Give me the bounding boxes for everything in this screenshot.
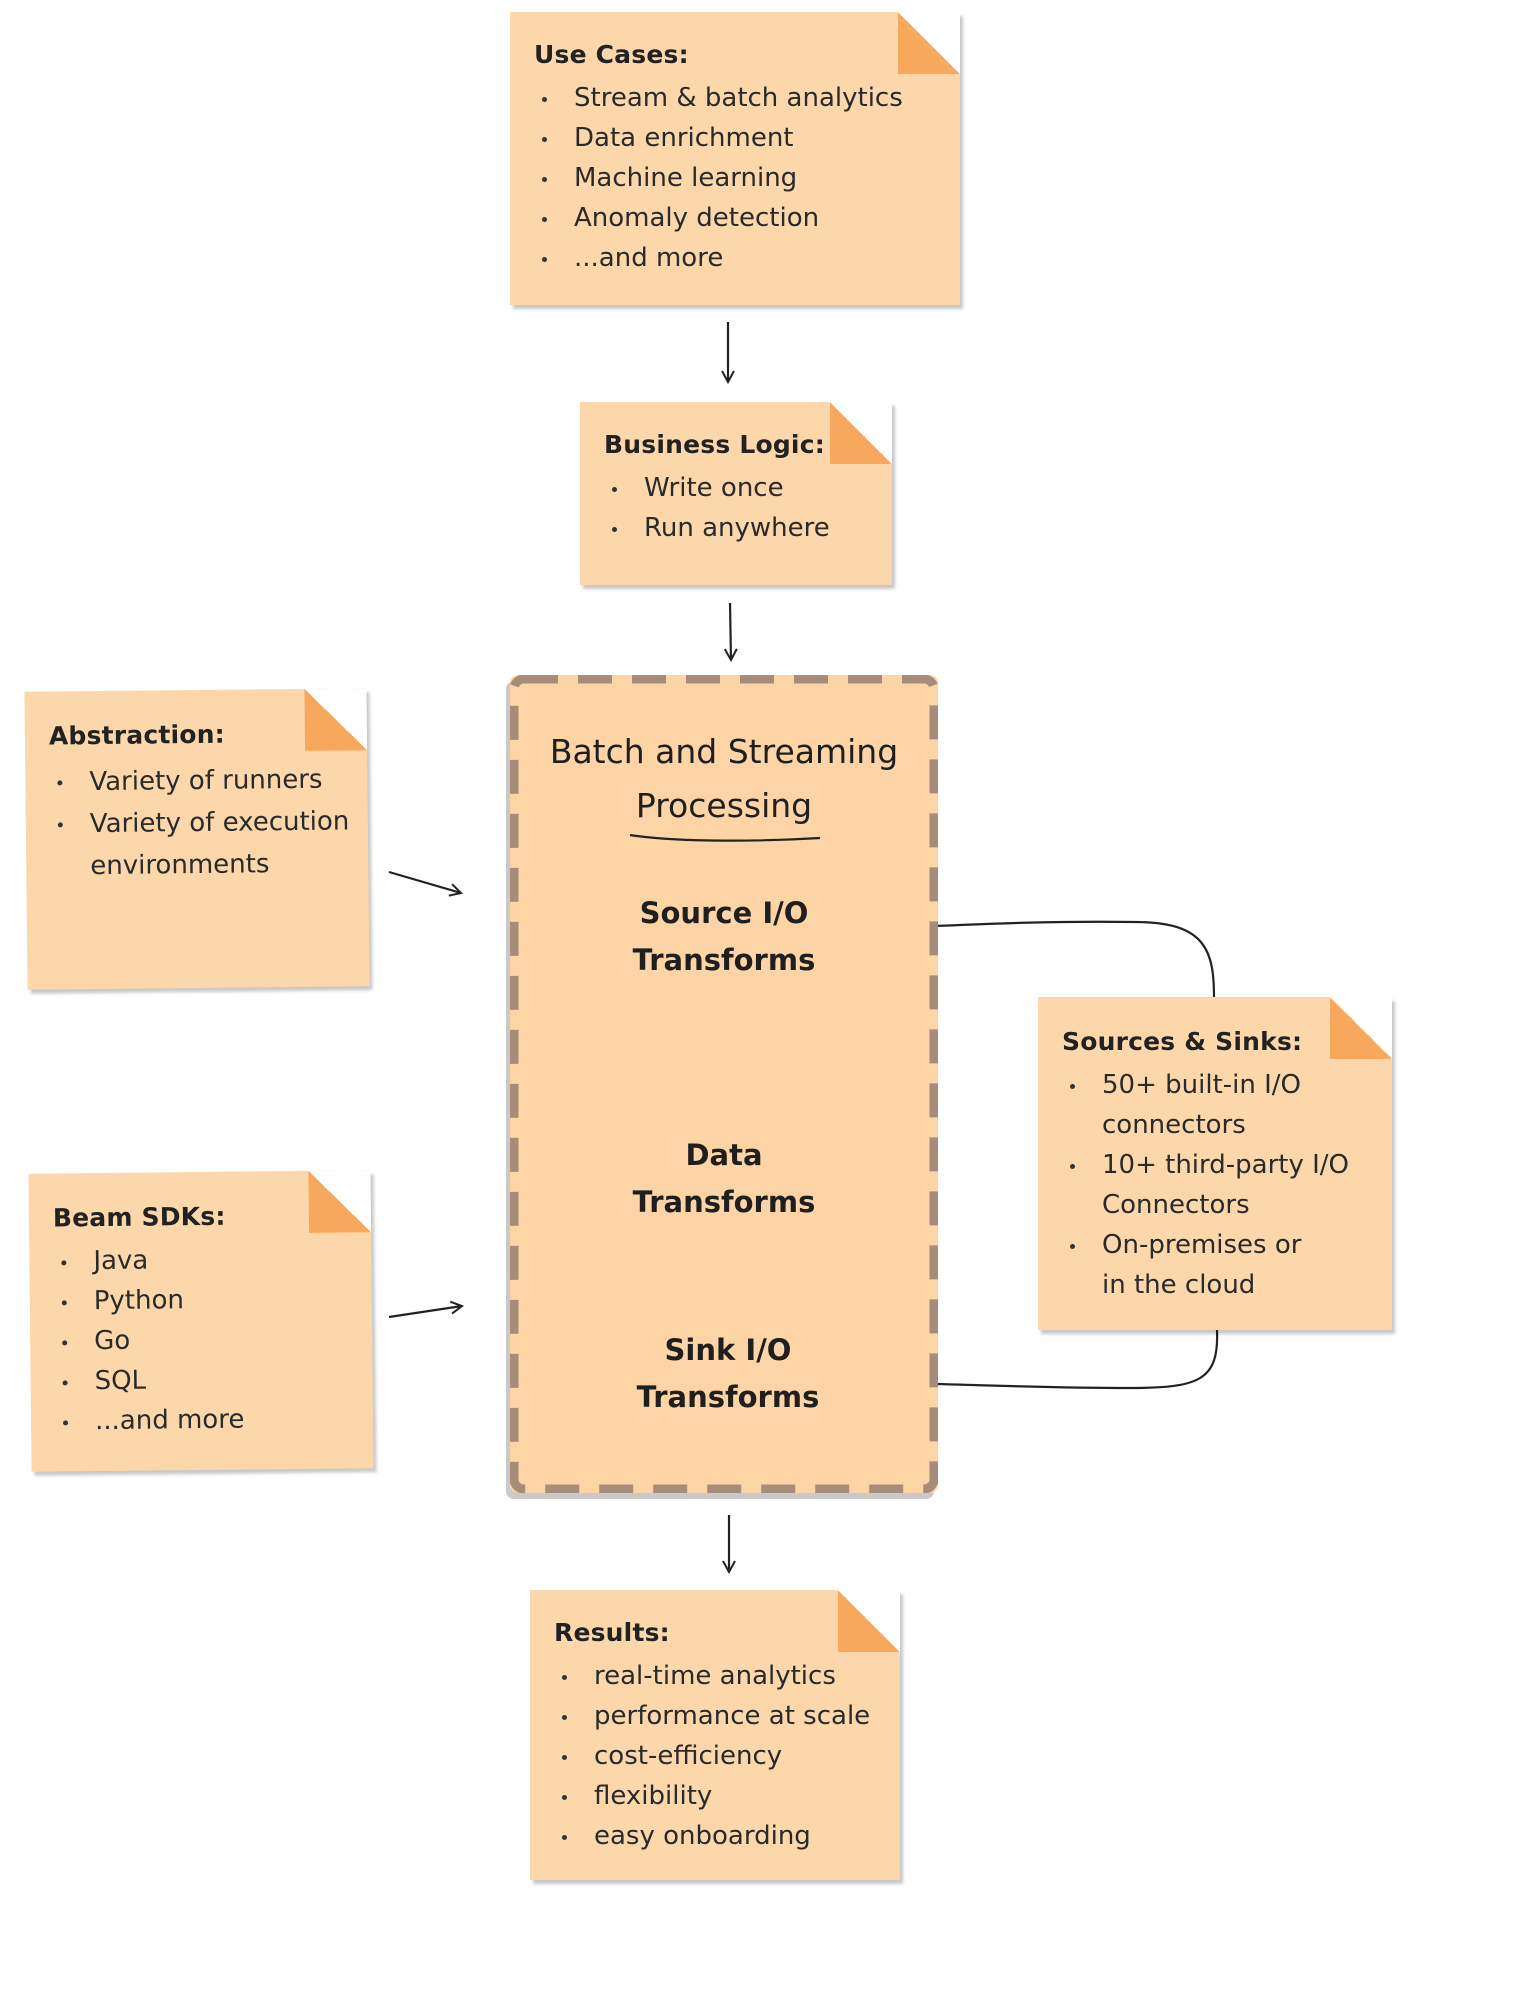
list-item: Machine learning bbox=[530, 158, 903, 198]
source-io-label: Source I/O Transforms bbox=[594, 890, 854, 984]
note-fold-icon bbox=[1330, 997, 1392, 1059]
beam-sdks-title: Beam SDKs: bbox=[52, 1201, 226, 1233]
sink-io-line2: Transforms bbox=[636, 1380, 820, 1414]
use-cases-title: Use Cases: bbox=[534, 40, 689, 69]
note-fold-icon bbox=[308, 1170, 372, 1233]
abstraction-list: Variety of runners Variety of execution … bbox=[45, 758, 350, 887]
list-item: Go bbox=[50, 1320, 244, 1362]
arrow-abstraction-to-processing bbox=[388, 870, 461, 893]
processing-box: Batch and Streaming Processing Source I/… bbox=[510, 675, 938, 1493]
abstraction-note: Abstraction: Variety of runners Variety … bbox=[24, 688, 370, 990]
list-item: Data enrichment bbox=[530, 118, 903, 158]
list-item: Anomaly detection bbox=[530, 198, 903, 238]
data-transforms-line2: Transforms bbox=[632, 1185, 816, 1219]
note-fold-icon bbox=[830, 402, 892, 464]
list-item: Variety of execution bbox=[46, 800, 350, 845]
list-item-continuation: connectors bbox=[1102, 1110, 1246, 1140]
list-item-continuation: environments bbox=[90, 849, 270, 882]
beam-sdks-list: Java Python Go SQL ...and more bbox=[49, 1240, 244, 1442]
list-item: real-time analytics bbox=[550, 1656, 870, 1696]
list-item: SQL bbox=[50, 1360, 244, 1402]
list-item: performance at scale bbox=[550, 1696, 870, 1736]
sources-sinks-title: Sources & Sinks: bbox=[1062, 1027, 1303, 1056]
use-cases-list: Stream & batch analytics Data enrichment… bbox=[530, 78, 903, 278]
arrow-sdks-to-processing bbox=[388, 1306, 462, 1319]
list-item: 50+ built-in I/O bbox=[1058, 1065, 1349, 1105]
business-logic-list: Write once Run anywhere bbox=[600, 468, 830, 548]
list-item: Stream & batch analytics bbox=[530, 78, 903, 118]
list-item: easy onboarding bbox=[550, 1816, 870, 1856]
list-item-continuation: Connectors bbox=[1102, 1190, 1250, 1220]
results-list: real-time analytics performance at scale… bbox=[550, 1656, 870, 1856]
list-item: flexibility bbox=[550, 1776, 870, 1816]
data-transforms-label: Data Transforms bbox=[594, 1132, 854, 1226]
business-logic-title: Business Logic: bbox=[604, 430, 825, 459]
list-item-continuation: in the cloud bbox=[1102, 1270, 1256, 1300]
sources-sinks-list: 50+ built-in I/O connectors 10+ third-pa… bbox=[1058, 1065, 1349, 1305]
title-underline bbox=[629, 833, 821, 842]
results-title: Results: bbox=[554, 1618, 670, 1647]
processing-title-line2: Processing bbox=[635, 786, 813, 825]
processing-box-border bbox=[510, 675, 938, 1493]
note-fold-icon bbox=[838, 1590, 900, 1652]
data-transforms-line1: Data bbox=[685, 1138, 763, 1172]
arrow-logic-to-processing bbox=[730, 602, 731, 660]
list-item: Variety of runners bbox=[45, 758, 349, 803]
sink-io-label: Sink I/O Transforms bbox=[598, 1327, 858, 1421]
business-logic-note: Business Logic: Write once Run anywhere bbox=[580, 402, 892, 585]
list-item: On-premises or bbox=[1058, 1225, 1349, 1265]
note-fold-icon bbox=[304, 688, 368, 751]
source-io-line1: Source I/O bbox=[639, 896, 809, 930]
list-item: ...and more bbox=[530, 238, 903, 278]
abstraction-title: Abstraction: bbox=[48, 719, 226, 751]
list-item: cost-efficiency bbox=[550, 1736, 870, 1776]
note-fold-icon bbox=[898, 12, 960, 74]
results-note: Results: real-time analytics performance… bbox=[530, 1590, 900, 1880]
list-item: Python bbox=[50, 1280, 244, 1322]
list-item: 10+ third-party I/O bbox=[1058, 1145, 1349, 1185]
list-item: ...and more bbox=[51, 1400, 245, 1442]
processing-title-line1: Batch and Streaming bbox=[549, 732, 899, 771]
beam-sdks-note: Beam SDKs: Java Python Go SQL ...and mor… bbox=[28, 1170, 374, 1472]
list-item: Java bbox=[49, 1240, 243, 1282]
use-cases-note: Use Cases: Stream & batch analytics Data… bbox=[510, 12, 960, 305]
source-io-line2: Transforms bbox=[632, 943, 816, 977]
list-item: Run anywhere bbox=[600, 508, 830, 548]
sink-io-line1: Sink I/O bbox=[664, 1333, 792, 1367]
list-item: Write once bbox=[600, 468, 830, 508]
sources-sinks-note: Sources & Sinks: 50+ built-in I/O connec… bbox=[1038, 997, 1392, 1330]
